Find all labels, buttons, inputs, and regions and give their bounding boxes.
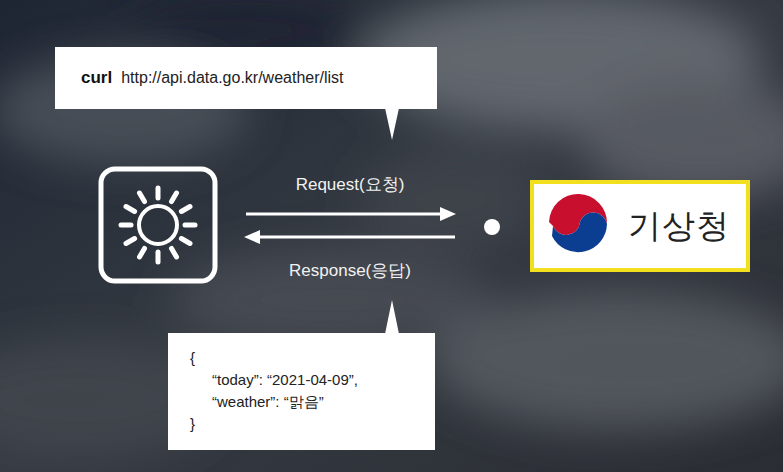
sun-ray (172, 248, 177, 257)
node-text: “weather”: “맑음” (190, 391, 413, 413)
node-text: { (190, 347, 413, 369)
sun-ray (156, 252, 161, 262)
dot (484, 219, 500, 235)
sun-ray (181, 207, 190, 212)
arrow-label: Response(응답) (289, 259, 411, 282)
arrow-label: Request(요청) (296, 173, 405, 196)
callout-tail (385, 300, 399, 334)
sun-symbol (121, 188, 195, 262)
node-text: http://api.data.go.kr/weather/list (121, 69, 343, 87)
sun-ray (185, 223, 195, 228)
kma-logo (544, 192, 612, 260)
node-text: 기상청 (628, 204, 730, 249)
node-text: } (190, 413, 413, 435)
sun-ray (126, 239, 135, 244)
node-text: curl (81, 68, 112, 88)
response-callout: {“today”: “2021-04-09”,“weather”: “맑음”} (168, 333, 435, 450)
sun-ray (156, 188, 161, 198)
sun-ray (181, 239, 190, 244)
node-text: “today”: “2021-04-09”, (190, 369, 413, 391)
sun-ray (140, 248, 145, 257)
app-icon (101, 169, 215, 281)
sun-ray (121, 223, 131, 228)
request-response-arrows (244, 207, 456, 244)
request-callout: curl http://api.data.go.kr/weather/list (55, 47, 437, 109)
callout-tail (385, 108, 399, 140)
sun-ray (126, 207, 135, 212)
sun-ray (172, 193, 177, 202)
sun-ray (140, 193, 145, 202)
